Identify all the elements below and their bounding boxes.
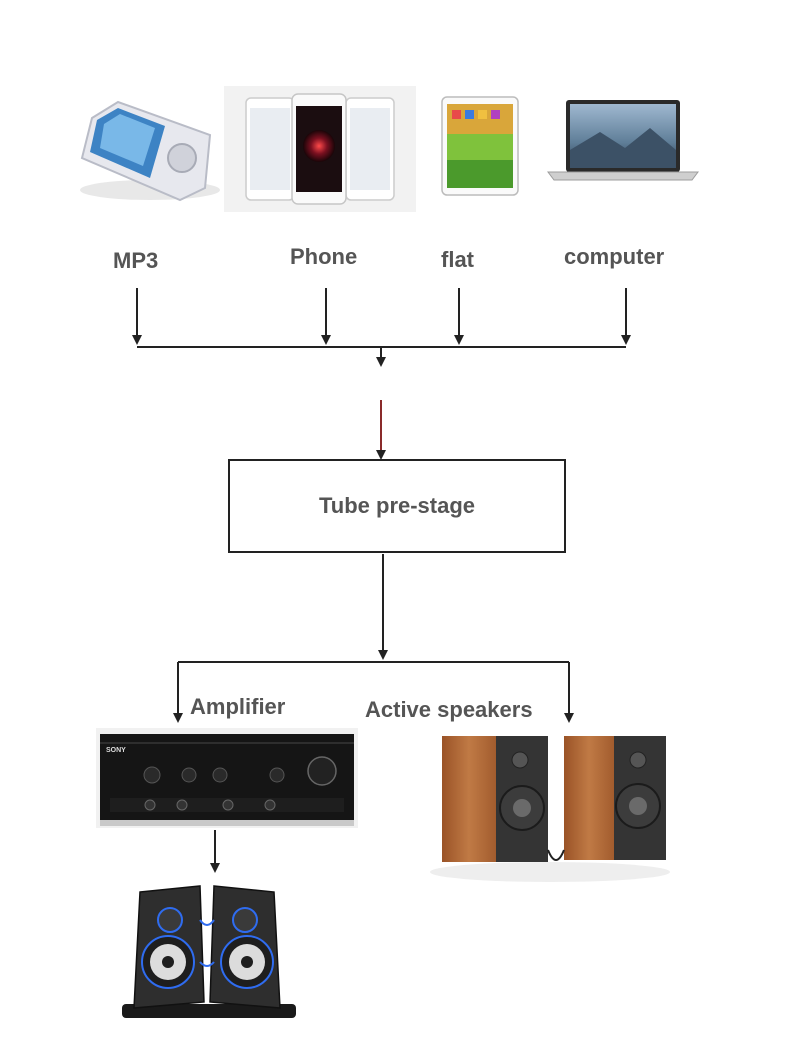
output-label-active-speakers: Active speakers — [365, 697, 533, 722]
tube-pre-stage-label: Tube pre-stage — [318, 493, 476, 518]
laptop-icon — [547, 100, 699, 181]
tablet-icon — [441, 96, 519, 196]
source-label-mp3: MP3 — [113, 248, 159, 273]
amplifier-icon: SONY — [96, 728, 358, 828]
source-label-computer: computer — [564, 244, 665, 269]
source-label-phone: Phone — [290, 244, 358, 269]
wooden-speakers-icon — [430, 736, 670, 882]
sony-logo: SONY — [106, 747, 126, 754]
tube-pre-stage-box — [228, 459, 566, 553]
input-connectors — [132, 288, 631, 460]
mp3-player-icon — [80, 100, 220, 202]
source-label-flat: flat — [441, 247, 474, 272]
output-label-amplifier: Amplifier — [190, 694, 286, 719]
output-connectors — [173, 554, 574, 873]
smartphones-icon — [224, 86, 416, 212]
speakers-icon — [122, 885, 296, 1018]
